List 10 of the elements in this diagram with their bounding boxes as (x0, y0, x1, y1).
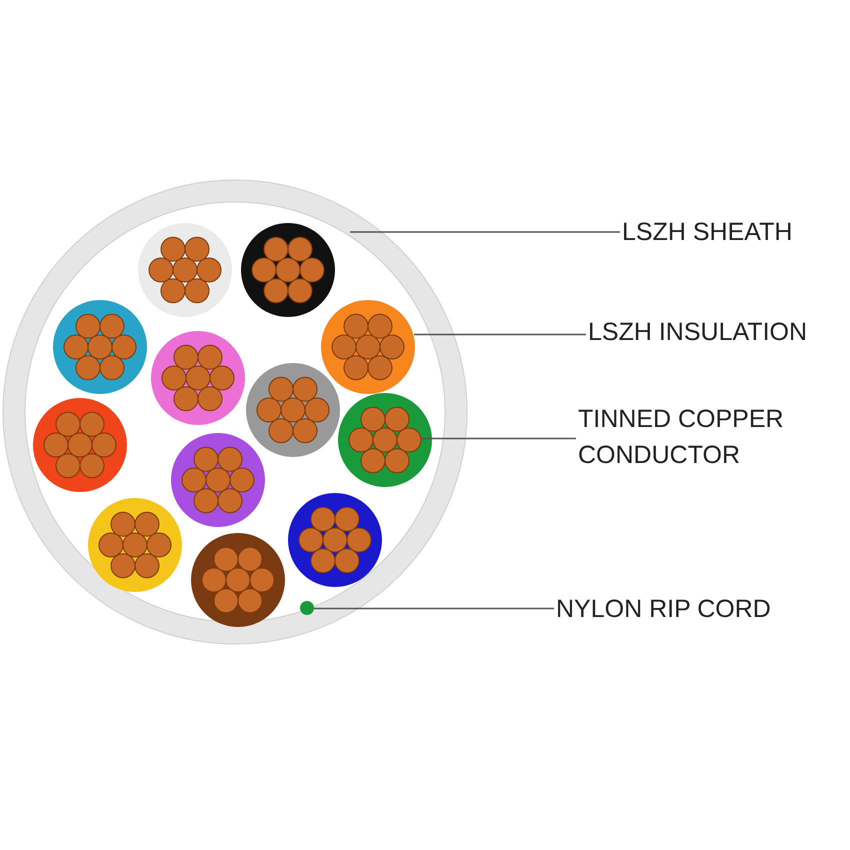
part-label: LSZH INSULATION (588, 314, 838, 350)
part-label: NYLON RIP CORD (556, 591, 806, 627)
copper-strand (396, 428, 422, 452)
leader-line (421, 438, 576, 440)
leader-line (350, 231, 620, 233)
leader-line (414, 334, 586, 336)
rip-cord-dot (300, 601, 314, 615)
part-label: TINNED COPPER CONDUCTOR (578, 401, 793, 473)
part-label: LSZH SHEATH (622, 214, 842, 250)
leader-line (314, 608, 554, 610)
